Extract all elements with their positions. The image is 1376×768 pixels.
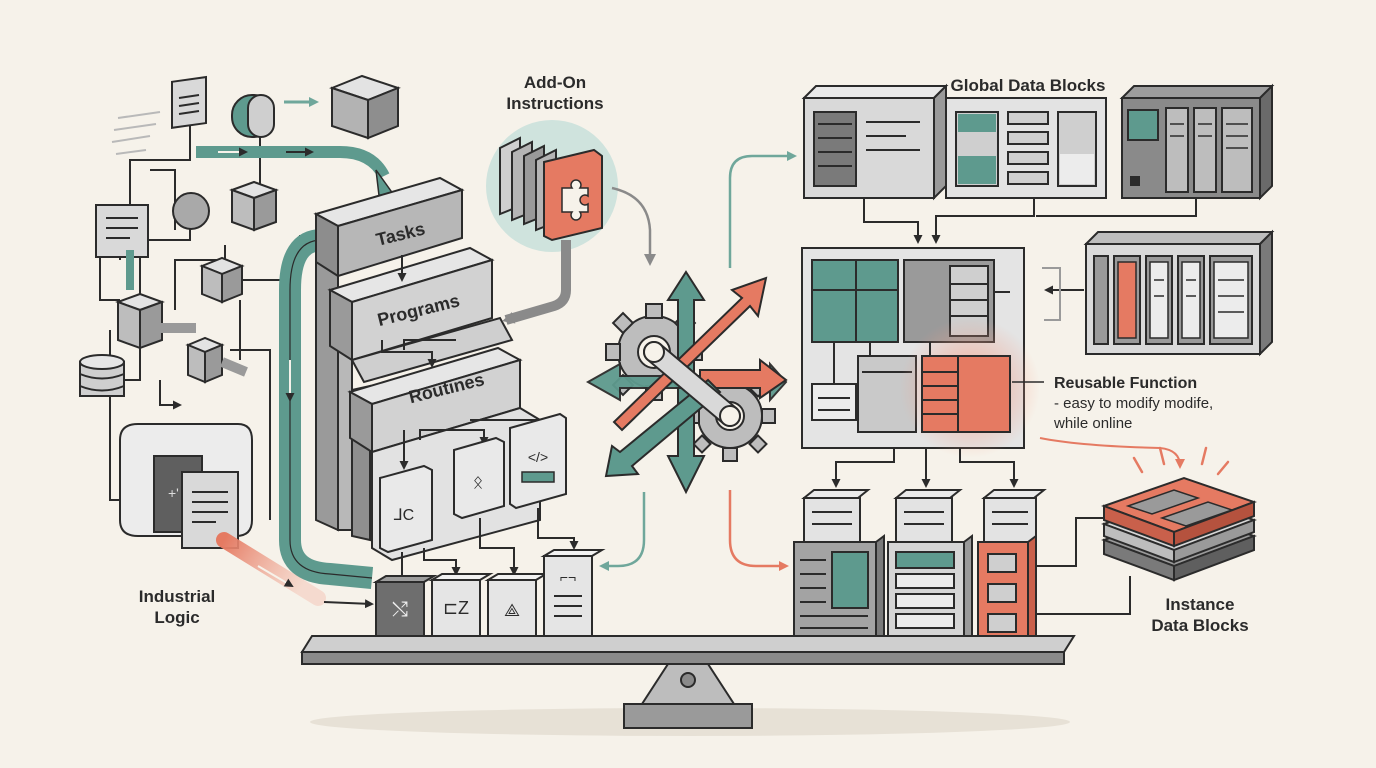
flow-arrow (323, 599, 374, 609)
global-data-block (945, 97, 1107, 199)
reusable-function-line2: while online (1054, 415, 1133, 432)
database-icon (79, 354, 125, 397)
global-data-block (801, 83, 949, 201)
svg-text:ᛟ: ᛟ (473, 472, 484, 492)
document-icon (171, 75, 207, 129)
coral-pipe (216, 532, 326, 606)
plc-rack-icon (1119, 83, 1275, 201)
junction-block-icon (115, 292, 165, 350)
reusable-function-block (801, 247, 1040, 458)
add-on-label-line1: Add-On (523, 73, 587, 92)
instance-data-block (887, 489, 973, 644)
add-on-label-line2: Instructions (506, 94, 604, 113)
plc-rack-icon (1083, 229, 1275, 357)
valve-icon (231, 94, 275, 138)
add-on-instructions-label: Add-On Instructions (488, 72, 622, 114)
instruction-block-ladder: ⊏Z (428, 573, 494, 637)
reusable-function-title: Reusable Function (1054, 375, 1198, 392)
flow-arrow (599, 492, 646, 571)
balance-beam (300, 635, 1076, 729)
svg-text:</>: </> (528, 449, 548, 465)
background-hatching (111, 111, 161, 155)
flow-arrow (257, 565, 294, 588)
routine-card-icon: ⅃C (379, 464, 433, 554)
cube-icon (199, 256, 245, 304)
sensor-sphere-icon (172, 192, 210, 230)
instruction-block-document: ⌐¬ (540, 549, 606, 637)
add-on-instructions-bubble (486, 120, 618, 252)
reusable-function-line1: - easy to modify modife, (1054, 395, 1214, 412)
instance-data-block (977, 489, 1047, 644)
flow-arrow (728, 490, 789, 571)
instance-data-block (793, 489, 885, 644)
reuse-gear-hub (585, 270, 788, 495)
instance-data-stack (1101, 446, 1257, 582)
gray-pipe (160, 323, 248, 377)
junction-block-icon (185, 336, 225, 384)
program-hierarchy-stack: Tasks Programs Routines ⅃C ᛟ </> (313, 176, 579, 584)
instruction-block-shuffle: ⤭ (372, 575, 438, 637)
industrial-logic-line1: Industrial (138, 587, 216, 606)
instruction-block-network: ⟁ (484, 573, 550, 637)
cube-icon (229, 180, 279, 232)
svg-text:⟁: ⟁ (504, 600, 520, 620)
flow-arrow (728, 151, 797, 268)
flow-arrow (1039, 437, 1185, 469)
svg-text:⊏Z: ⊏Z (443, 598, 469, 618)
svg-text:⅃C: ⅃C (394, 507, 414, 524)
instance-label-line1: Instance (1165, 595, 1235, 614)
svg-text:⌐¬: ⌐¬ (560, 569, 576, 585)
reusable-function-note: Reusable Function - easy to modify modif… (1054, 374, 1274, 434)
cube-icon (329, 74, 401, 140)
flow-arrow (1042, 267, 1061, 321)
teal-pipe (196, 146, 390, 179)
code-icon: </> (509, 412, 567, 510)
svg-text:+': +' (168, 485, 179, 501)
shuffle-icon: ⤭ (392, 599, 408, 621)
routine-card-icon: ᛟ (453, 436, 505, 520)
gray-flow-arrow (502, 240, 571, 325)
global-data-blocks-label: Global Data Blocks (950, 76, 1106, 95)
document-icon (95, 204, 149, 258)
industrial-logic-label: Industrial Logic (120, 586, 234, 628)
industrial-logic-line2: Logic (154, 608, 200, 627)
instance-data-blocks-label: Instance Data Blocks (1136, 594, 1264, 636)
puzzle-icon (561, 179, 589, 221)
instance-label-line2: Data Blocks (1151, 616, 1249, 635)
flow-arrow (611, 186, 656, 266)
